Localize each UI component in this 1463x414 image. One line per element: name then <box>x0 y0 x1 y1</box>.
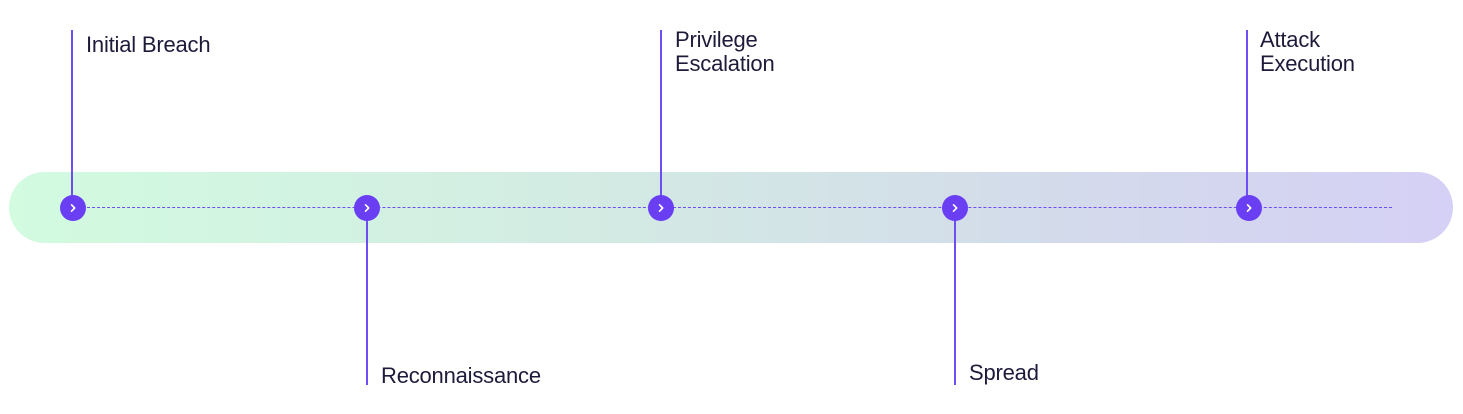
label-line: Execution <box>1260 51 1355 76</box>
stem-privilege-escalation <box>660 30 662 208</box>
chevron-right-icon <box>1246 204 1252 212</box>
timeline-dashed-line <box>72 207 1392 208</box>
node-privilege-escalation[interactable] <box>648 195 674 221</box>
label-line: Privilege <box>675 27 758 52</box>
stem-reconnaissance <box>366 208 368 385</box>
label-attack-execution: Attack Execution <box>1260 28 1355 76</box>
stem-spread <box>954 208 956 385</box>
label-initial-breach: Initial Breach <box>86 32 211 57</box>
label-line: Spread <box>969 360 1039 385</box>
node-initial-breach[interactable] <box>60 195 86 221</box>
label-line: Reconnaissance <box>381 363 541 388</box>
node-spread[interactable] <box>942 195 968 221</box>
label-line: Initial Breach <box>86 32 211 57</box>
label-line: Escalation <box>675 51 775 76</box>
label-privilege-escalation: Privilege Escalation <box>675 28 775 76</box>
stem-attack-execution <box>1246 30 1248 208</box>
chevron-right-icon <box>70 204 76 212</box>
node-attack-execution[interactable] <box>1236 195 1262 221</box>
label-spread: Spread <box>969 361 1039 385</box>
label-reconnaissance: Reconnaissance <box>381 364 541 388</box>
node-reconnaissance[interactable] <box>354 195 380 221</box>
stem-initial-breach <box>71 30 73 208</box>
chevron-right-icon <box>658 204 664 212</box>
chevron-right-icon <box>364 204 370 212</box>
chevron-right-icon <box>952 204 958 212</box>
label-line: Attack <box>1260 27 1320 52</box>
